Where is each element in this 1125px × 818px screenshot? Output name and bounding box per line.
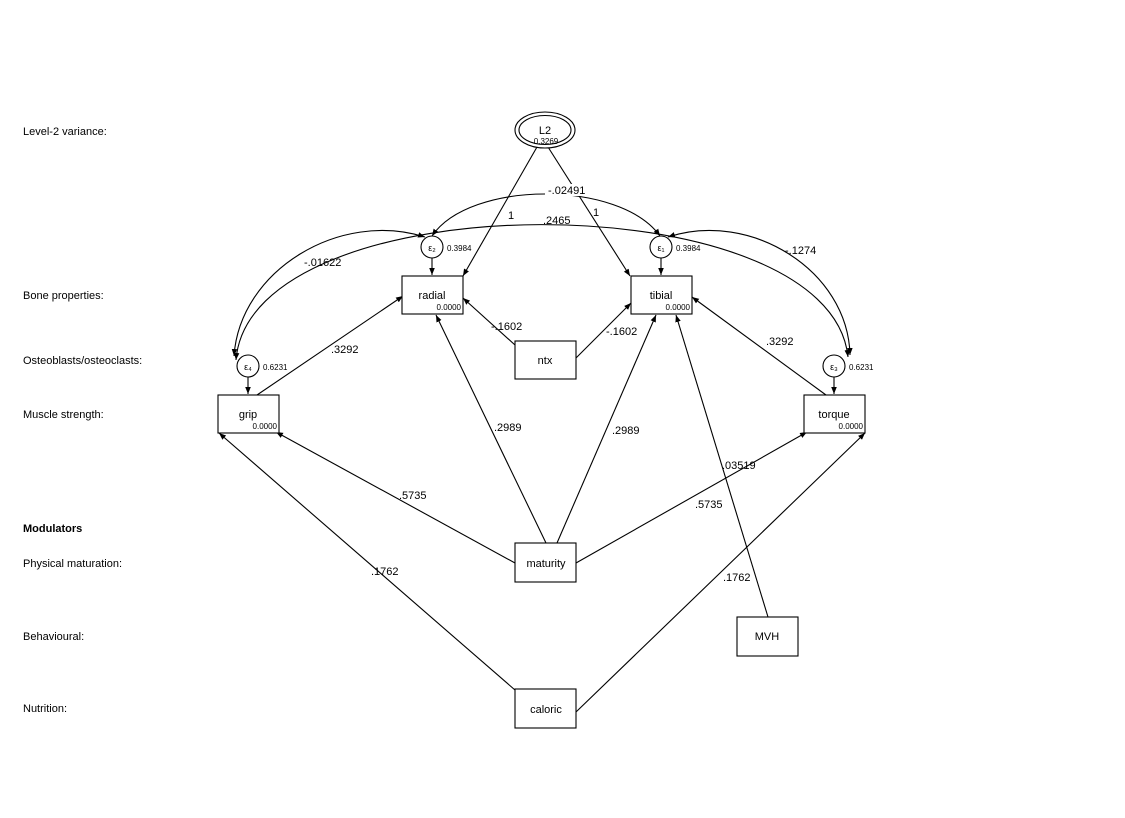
coef-maturity-grip: .5735 xyxy=(399,490,427,502)
error-e3: ε₃ 0.6231 xyxy=(822,354,874,378)
path-maturity-radial xyxy=(435,314,547,544)
maturity-label: maturity xyxy=(526,558,566,570)
box-torque: torque 0.0000 xyxy=(803,394,866,434)
path-L2-tibial xyxy=(547,146,631,277)
e1-variance: 0.3984 xyxy=(676,244,701,253)
torque-value: 0.0000 xyxy=(839,422,864,431)
path-caloric-torque xyxy=(575,432,866,713)
e2-label: ε₂ xyxy=(428,243,436,253)
path-grip-radial xyxy=(256,295,404,396)
box-maturity: maturity xyxy=(514,542,577,583)
error-e2: ε₂ 0.3984 xyxy=(420,235,472,259)
path-L2-radial xyxy=(462,146,538,277)
box-ntx: ntx xyxy=(514,340,577,380)
box-MVH: MVH xyxy=(736,616,799,657)
radial-value: 0.0000 xyxy=(437,303,462,312)
coef-cov-e4-e3: .2465 xyxy=(543,215,571,227)
coef-cov-e1-e3: -.1274 xyxy=(785,245,816,257)
e4-label: ε₄ xyxy=(244,362,252,372)
coef-L2-tibial: 1 xyxy=(593,207,599,219)
ntx-label: ntx xyxy=(538,355,553,367)
box-radial: radial 0.0000 xyxy=(401,275,464,315)
box-caloric: caloric xyxy=(514,688,577,729)
path-maturity-torque xyxy=(575,431,808,564)
row-label-muscle-strength: Muscle strength: xyxy=(23,409,104,421)
coef-maturity-torque: .5735 xyxy=(695,499,723,511)
radial-label: radial xyxy=(419,290,446,302)
coef-ntx-tibial: -.1602 xyxy=(606,326,637,338)
e2-variance: 0.3984 xyxy=(447,244,472,253)
caloric-label: caloric xyxy=(530,704,562,716)
MVH-label: MVH xyxy=(755,631,780,643)
path-caloric-grip xyxy=(218,432,516,691)
row-label-bone-properties: Bone properties: xyxy=(23,290,104,302)
cov-e2-e4 xyxy=(231,229,426,357)
path-torque-tibial xyxy=(691,296,827,396)
coef-grip-radial: .3292 xyxy=(331,344,359,356)
e1-label: ε₁ xyxy=(657,243,664,253)
tibial-value: 0.0000 xyxy=(666,303,691,312)
error-e4: ε₄ 0.6231 xyxy=(236,354,288,378)
coef-L2-radial: 1 xyxy=(508,210,514,222)
coef-maturity-radial: .2989 xyxy=(494,422,522,434)
e3-variance: 0.6231 xyxy=(849,363,874,372)
row-label-modulators: Modulators xyxy=(23,523,83,535)
cov-e4-e3 xyxy=(233,224,851,361)
path-ntx-tibial xyxy=(575,302,632,359)
error-e1: ε₁ 0.3984 xyxy=(649,235,701,259)
path-maturity-tibial xyxy=(556,314,657,544)
L2-variance: 0.3269 xyxy=(534,137,559,146)
row-label-nutrition: Nutrition: xyxy=(23,703,68,715)
grip-value: 0.0000 xyxy=(253,422,278,431)
L2-label: L2 xyxy=(539,125,551,137)
box-tibial: tibial 0.0000 xyxy=(630,275,693,315)
e4-variance: 0.6231 xyxy=(263,363,288,372)
coef-cov-e2-e1: -.02491 xyxy=(548,185,585,197)
path-ntx-radial xyxy=(462,297,516,346)
coef-maturity-tibial: .2989 xyxy=(612,425,640,437)
tibial-label: tibial xyxy=(650,290,673,302)
path-maturity-grip xyxy=(275,431,516,564)
coef-ntx-radial: -.1602 xyxy=(491,321,522,333)
coef-cov-e2-e4: -.01622 xyxy=(304,257,341,269)
row-label-level2: Level-2 variance: xyxy=(23,126,107,138)
row-label-physical-maturation: Physical maturation: xyxy=(23,558,123,570)
e3-label: ε₃ xyxy=(830,362,838,372)
cov-e1-e3 xyxy=(667,229,853,356)
coef-torque-tibial: .3292 xyxy=(766,336,794,348)
row-label-osteoblasts: Osteoblasts/osteoclasts: xyxy=(23,355,143,367)
torque-label: torque xyxy=(818,409,849,421)
path-MVH-tibial xyxy=(675,314,769,618)
coef-caloric-grip: .1762 xyxy=(371,566,399,578)
grip-label: grip xyxy=(239,409,257,421)
coef-caloric-torque: .1762 xyxy=(723,572,751,584)
coef-MVH-tibial: .03519 xyxy=(722,460,756,472)
row-label-behavioural: Behavioural: xyxy=(23,631,85,643)
latent-L2: L2 0.3269 xyxy=(514,111,576,149)
box-grip: grip 0.0000 xyxy=(217,394,280,434)
